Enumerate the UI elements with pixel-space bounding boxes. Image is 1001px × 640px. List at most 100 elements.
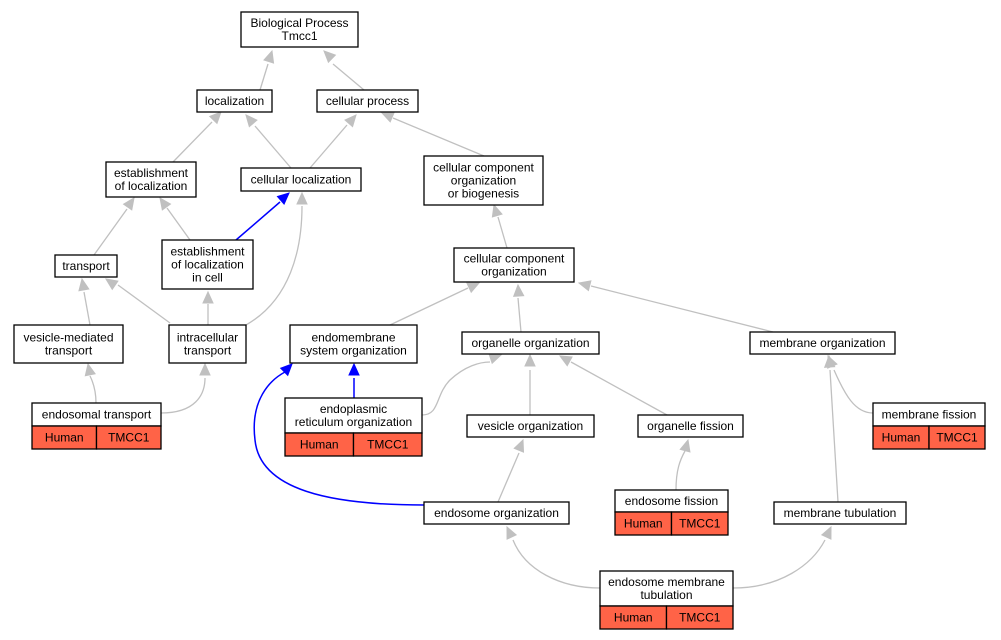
node-label: vesicle organization xyxy=(478,419,583,433)
gene-cell xyxy=(670,511,729,536)
node-label: reticulum organization xyxy=(295,415,412,429)
arrowhead xyxy=(348,362,360,376)
node-label: of localization xyxy=(171,258,244,272)
species-label: Human xyxy=(300,438,339,452)
gene-label: TMCC1 xyxy=(108,431,150,445)
node-label: or biogenesis xyxy=(448,187,519,201)
arrowhead xyxy=(296,191,308,205)
arrowhead xyxy=(823,354,836,368)
organelle-fission-node[interactable]: organelle fission xyxy=(637,414,744,438)
arrowhead xyxy=(78,277,90,292)
node-label: transport xyxy=(184,344,232,358)
arrowhead xyxy=(679,438,691,453)
membrane-tubulation-node[interactable]: membrane tubulation xyxy=(773,501,907,525)
edge-emt-to-endosome-organization xyxy=(506,525,601,589)
node-label: organelle organization xyxy=(471,336,589,350)
node-label: endosome membrane xyxy=(608,575,725,589)
edge-er-to-endomembrane xyxy=(348,362,360,398)
arrowhead xyxy=(512,283,525,297)
arrowhead xyxy=(577,280,592,292)
endosome-organization-node[interactable]: endosome organization xyxy=(423,501,570,525)
arrowhead xyxy=(488,353,503,365)
arrowhead xyxy=(276,192,290,205)
organelle-organization-node[interactable]: organelle organization xyxy=(461,331,600,355)
edge-endosome-organization-to-endomembrane xyxy=(253,363,425,506)
edge-transport-to-establishment xyxy=(93,197,135,256)
edge-endosomal-to-vesicle-mediated xyxy=(84,362,97,404)
node-label: membrane fission xyxy=(882,408,977,422)
node-label: cellular component xyxy=(464,252,565,266)
edge-establishment-in-cell-to-establishment xyxy=(159,197,191,241)
edge-cellular-localization-to-cellular-process xyxy=(309,114,357,169)
node-label: localization xyxy=(205,94,264,108)
localization-node[interactable]: localization xyxy=(196,89,273,113)
gene-cell xyxy=(352,432,423,457)
node-label: system organization xyxy=(300,344,407,358)
cellular-localization-node[interactable]: cellular localization xyxy=(240,167,362,192)
arrowhead xyxy=(513,438,525,453)
edge-membrane-organization-to-cco xyxy=(577,280,774,333)
arrowhead xyxy=(263,49,275,64)
gene-label: TMCC1 xyxy=(679,611,721,625)
edge-membrane-fission-to-membrane-organization xyxy=(827,354,874,414)
arrowhead xyxy=(84,362,96,377)
gene-cell xyxy=(95,425,162,450)
cellular-process-node[interactable]: cellular process xyxy=(316,89,419,113)
transport-node[interactable]: transport xyxy=(54,254,118,278)
gene-label: TMCC1 xyxy=(367,438,409,452)
node-label: vesicle-mediated xyxy=(23,331,113,345)
edge-cellular-process-to-root xyxy=(323,50,365,91)
species-label: Human xyxy=(882,431,921,445)
node-label: tubulation xyxy=(640,588,692,602)
node-label: Biological Process xyxy=(250,16,348,30)
arrowhead xyxy=(380,112,395,123)
edge-endosome-fission-to-organelle-fission xyxy=(675,438,691,491)
node-label: endosome organization xyxy=(434,506,559,520)
node-label: membrane organization xyxy=(759,336,885,350)
node-label: establishment xyxy=(114,166,189,180)
edge-intracellular-to-transport xyxy=(105,278,171,324)
edge-organelle-fission-to-organelle-organization xyxy=(558,355,668,416)
edge-vesicle-organization-to-organelle-organization xyxy=(524,353,536,415)
arrowhead xyxy=(122,197,135,211)
edge-ccob-to-cellular-process xyxy=(380,112,485,157)
node-label: establishment xyxy=(170,245,245,259)
node-label: organelle fission xyxy=(647,419,734,433)
arrowhead xyxy=(245,114,258,128)
edge-vesicle-mediated-to-transport xyxy=(78,277,91,326)
arrowhead xyxy=(506,525,518,540)
edge-cco-to-ccob xyxy=(491,203,508,249)
edge-endosome-organization-to-vesicle-organization xyxy=(497,438,525,503)
edge-establishment-in-cell-to-cellular-localization xyxy=(235,192,290,241)
edge-establishment-to-localization xyxy=(172,111,222,163)
gene-cell xyxy=(928,425,986,450)
arrowhead xyxy=(202,290,214,304)
arrowhead xyxy=(208,111,222,125)
species-label: Human xyxy=(45,431,84,445)
gene-cell xyxy=(665,605,734,630)
arrowhead xyxy=(159,197,172,211)
vesicle-organization-node[interactable]: vesicle organization xyxy=(466,414,595,438)
arrowhead xyxy=(524,353,536,367)
node-label: organization xyxy=(451,174,516,188)
edge-endomembrane-to-cco xyxy=(389,282,481,326)
arrowhead xyxy=(558,355,573,367)
arrowhead xyxy=(323,50,337,64)
node-label: cellular component xyxy=(433,161,534,175)
node-label: membrane tubulation xyxy=(784,506,897,520)
membrane-organization-node[interactable]: membrane organization xyxy=(749,331,896,355)
